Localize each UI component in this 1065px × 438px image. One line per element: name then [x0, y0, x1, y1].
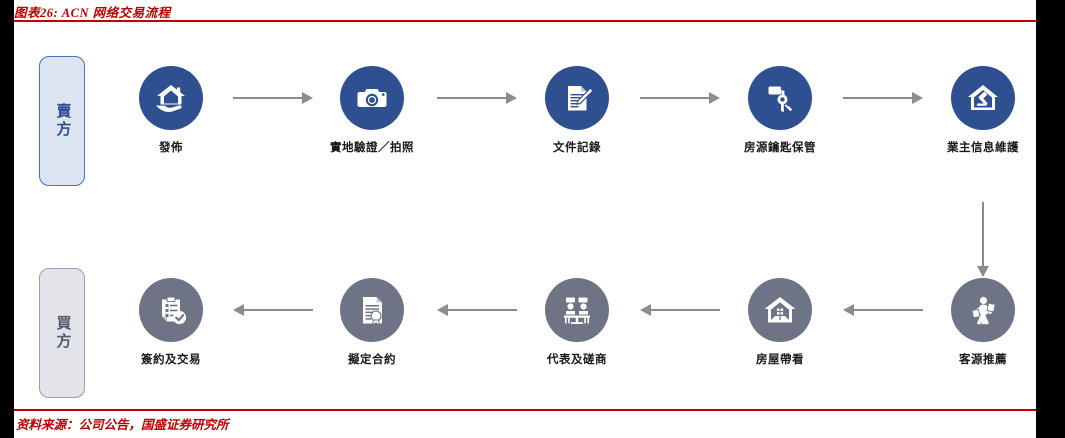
flow-node-draft-contract-label: 擬定合約: [348, 354, 396, 366]
flow-node-client-referral[interactable]: 客源推薦: [925, 278, 1041, 367]
person-flyers-icon: [951, 278, 1015, 342]
arrow-document-to-keys: [640, 92, 720, 104]
role-label-seller-text: 賣方: [54, 103, 71, 139]
flow-node-owner-info[interactable]: 業主信息維護: [925, 66, 1041, 155]
clipboard-check-icon: [139, 278, 203, 342]
flow-node-publish[interactable]: 發佈: [113, 66, 229, 155]
role-label-buyer: 買方: [39, 268, 85, 398]
arrow-keys-to-ownerinfo: [843, 92, 923, 104]
role-label-seller: 賣方: [39, 56, 85, 186]
flow-diagram-canvas: 賣方 買方 發佈: [14, 22, 1036, 409]
flow-node-draft-contract[interactable]: 擬定合約: [314, 278, 430, 367]
document-pen-icon: [545, 66, 609, 130]
flow-node-negotiation-label: 代表及磋商: [547, 354, 607, 366]
source-divider: [14, 409, 1036, 411]
flow-node-house-viewing-label: 房屋帶看: [756, 354, 804, 366]
title-divider: [14, 20, 1036, 22]
flow-node-negotiation[interactable]: 代表及磋商: [519, 278, 635, 367]
flow-node-key-custody-label: 房源鑰匙保管: [744, 142, 816, 154]
flow-node-house-viewing[interactable]: 房屋帶看: [722, 278, 838, 367]
flow-node-field-verify-label: 實地驗證／拍照: [330, 142, 414, 154]
flow-node-key-custody[interactable]: 房源鑰匙保管: [722, 66, 838, 155]
meeting-table-icon: [545, 278, 609, 342]
arrow-ownerinfo-to-client: [977, 202, 989, 277]
arrow-verify-to-document: [437, 92, 517, 104]
flow-node-document-record[interactable]: 文件記錄: [519, 66, 635, 155]
keys-icon: [748, 66, 812, 130]
role-label-buyer-text: 買方: [54, 315, 71, 351]
arrow-contract-to-signing: [233, 304, 313, 316]
arrow-meeting-to-contract: [437, 304, 517, 316]
arrow-publish-to-verify: [233, 92, 313, 104]
flow-node-owner-info-label: 業主信息維護: [947, 142, 1019, 154]
house-gavel-icon: [951, 66, 1015, 130]
camera-icon: [340, 66, 404, 130]
arrow-client-to-viewing: [843, 304, 923, 316]
house-in-hand-icon: [139, 66, 203, 130]
figure-title: 图表26: ACN 网络交易流程: [14, 6, 171, 20]
arrow-viewing-to-meeting: [640, 304, 720, 316]
flow-node-document-record-label: 文件記錄: [553, 142, 601, 154]
flow-node-publish-label: 發佈: [159, 142, 183, 154]
flow-node-signing[interactable]: 簽約及交易: [113, 278, 229, 367]
flow-node-client-referral-label: 客源推薦: [959, 354, 1007, 366]
house-window-icon: [748, 278, 812, 342]
flow-node-signing-label: 簽約及交易: [141, 354, 201, 366]
figure-source: 资料来源：公司公告，国盛证券研究所: [16, 418, 229, 432]
document-seal-icon: [340, 278, 404, 342]
flow-node-field-verify[interactable]: 實地驗證／拍照: [314, 66, 430, 155]
